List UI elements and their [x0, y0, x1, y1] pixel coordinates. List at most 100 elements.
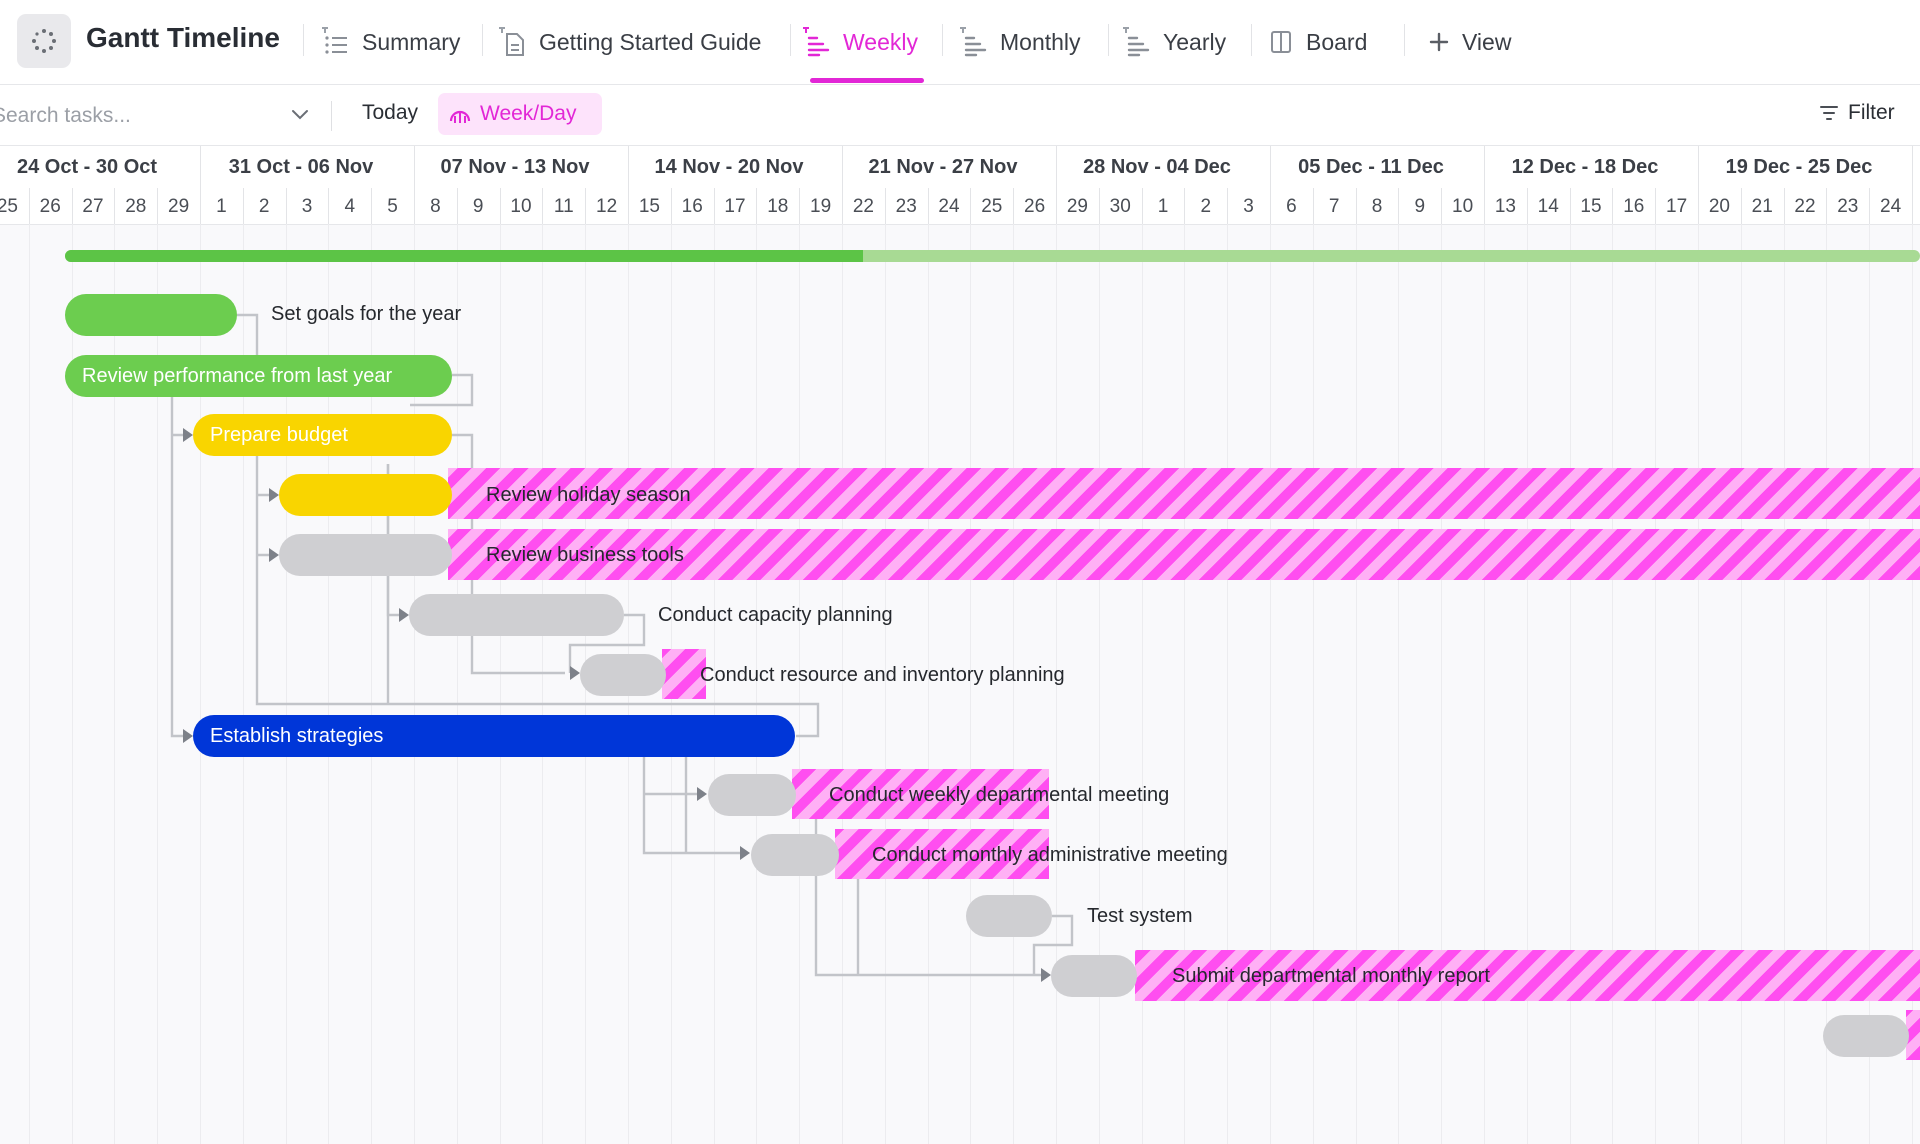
day-label: 15 [638, 196, 660, 217]
tab-board[interactable]: Board [1270, 20, 1367, 64]
task-label[interactable]: Review business tools [486, 544, 684, 566]
arrowhead [269, 548, 279, 562]
overall-progress-fill [65, 250, 863, 262]
dependency-line [1032, 914, 1074, 975]
grid-line [756, 224, 758, 1144]
week-label: 28 Nov - 04 Dec [1083, 156, 1231, 178]
grid-line [1655, 224, 1657, 1144]
week-divider [842, 146, 843, 188]
day-divider [842, 188, 843, 224]
task-bar-prepare-budget[interactable]: Prepare budget [193, 414, 452, 456]
arrowhead [399, 608, 409, 622]
day-divider [713, 188, 715, 224]
task-label: Prepare budget [210, 423, 348, 446]
today-button[interactable]: Today [362, 101, 419, 124]
day-divider [1612, 188, 1614, 224]
arrowhead [1041, 968, 1051, 982]
view-header: Gantt Timeline Summary Getting Started G… [0, 0, 1920, 85]
task-label[interactable]: Conduct capacity planning [658, 604, 893, 626]
overdue-hatch [1135, 950, 1920, 1001]
filter-button[interactable]: Filter [1820, 101, 1895, 125]
day-divider [670, 188, 672, 224]
task-bar-offscreen[interactable] [1823, 1015, 1909, 1057]
add-view-button[interactable]: View [1428, 20, 1511, 64]
grid-line [28, 224, 30, 1144]
day-divider [200, 188, 201, 224]
day-divider [1355, 188, 1357, 224]
day-divider [371, 188, 373, 224]
grid-line [713, 224, 715, 1144]
day-label: 11 [553, 196, 574, 217]
dependency-line [255, 414, 820, 738]
task-bar-review-holiday-season[interactable] [279, 474, 452, 516]
week-divider [628, 146, 629, 188]
grid-line [499, 224, 501, 1144]
tab-getting-started-guide[interactable]: Getting Started Guide [497, 20, 761, 64]
grid-line [1484, 224, 1485, 1144]
day-divider [1013, 188, 1015, 224]
tab-divider [1251, 24, 1252, 56]
grid-line [1056, 224, 1057, 1144]
day-divider [1227, 188, 1229, 224]
tab-yearly[interactable]: Yearly [1121, 20, 1226, 64]
task-bar-review-business-tools[interactable] [279, 534, 452, 576]
day-divider [799, 188, 801, 224]
task-bar-set-goals[interactable] [65, 294, 237, 336]
day-label: 7 [1328, 196, 1340, 217]
grid-line [842, 224, 843, 1144]
overdue-hatch [448, 468, 1920, 519]
grid-line [285, 224, 287, 1144]
day-divider [1270, 188, 1271, 224]
tab-divider [303, 24, 304, 56]
document-icon [499, 27, 524, 56]
week-day-button[interactable]: Week/Day [438, 93, 602, 135]
tab-summary[interactable]: Summary [320, 20, 460, 64]
task-bar-resource-planning[interactable] [580, 654, 666, 696]
grid-line [200, 224, 201, 1144]
tab-weekly[interactable]: Weekly [801, 20, 918, 64]
day-divider [542, 188, 544, 224]
task-bar-test-system[interactable] [966, 895, 1052, 937]
tab-label: Board [1306, 28, 1368, 55]
search-input[interactable] [0, 95, 284, 137]
task-label[interactable]: Conduct weekly departmental meeting [829, 784, 1170, 806]
grid-line [71, 224, 73, 1144]
week-day-label: Week/Day [480, 102, 577, 125]
day-divider [71, 188, 73, 224]
list-icon [322, 27, 347, 54]
day-label: 16 [1623, 196, 1645, 217]
task-bar-submit-report[interactable] [1051, 955, 1137, 997]
grid-line [371, 224, 373, 1144]
task-label[interactable]: Set goals for the year [271, 303, 462, 325]
day-label: 24 [938, 196, 960, 217]
task-label[interactable]: Submit departmental monthly report [1172, 965, 1490, 987]
day-label: 16 [681, 196, 703, 217]
task-bar-establish-strategies[interactable]: Establish strategies [193, 715, 795, 757]
filter-label: Filter [1848, 101, 1895, 124]
task-bar-capacity-planning[interactable] [409, 594, 624, 636]
task-bar-weekly-meeting[interactable] [708, 774, 796, 816]
task-label[interactable]: Conduct monthly administrative meeting [872, 844, 1228, 866]
task-bar-monthly-meeting[interactable] [751, 834, 839, 876]
filter-icon [1820, 106, 1838, 120]
gantt-icon [803, 27, 830, 57]
day-divider [414, 188, 415, 224]
dependency-line [170, 394, 190, 738]
chevron-down-icon[interactable] [290, 105, 310, 125]
task-label[interactable]: Test system [1087, 905, 1193, 927]
day-divider [1869, 188, 1871, 224]
loading-spinner-icon[interactable] [17, 14, 71, 68]
arrowhead [183, 729, 193, 743]
arrowhead [697, 787, 707, 801]
task-label[interactable]: Review holiday season [486, 484, 691, 506]
day-label: 26 [1024, 196, 1046, 217]
zoom-scale-icon [449, 110, 471, 123]
task-bar-review-performance[interactable]: Review performance from last year [65, 355, 452, 397]
tab-divider [1108, 24, 1109, 56]
tab-monthly[interactable]: Monthly [958, 20, 1081, 64]
grid-line [456, 224, 458, 1144]
week-label: 05 Dec - 11 Dec [1298, 156, 1444, 178]
day-label: 3 [301, 196, 313, 217]
week-label: 31 Oct - 06 Nov [228, 156, 374, 178]
task-label[interactable]: Conduct resource and inventory planning [700, 664, 1065, 686]
